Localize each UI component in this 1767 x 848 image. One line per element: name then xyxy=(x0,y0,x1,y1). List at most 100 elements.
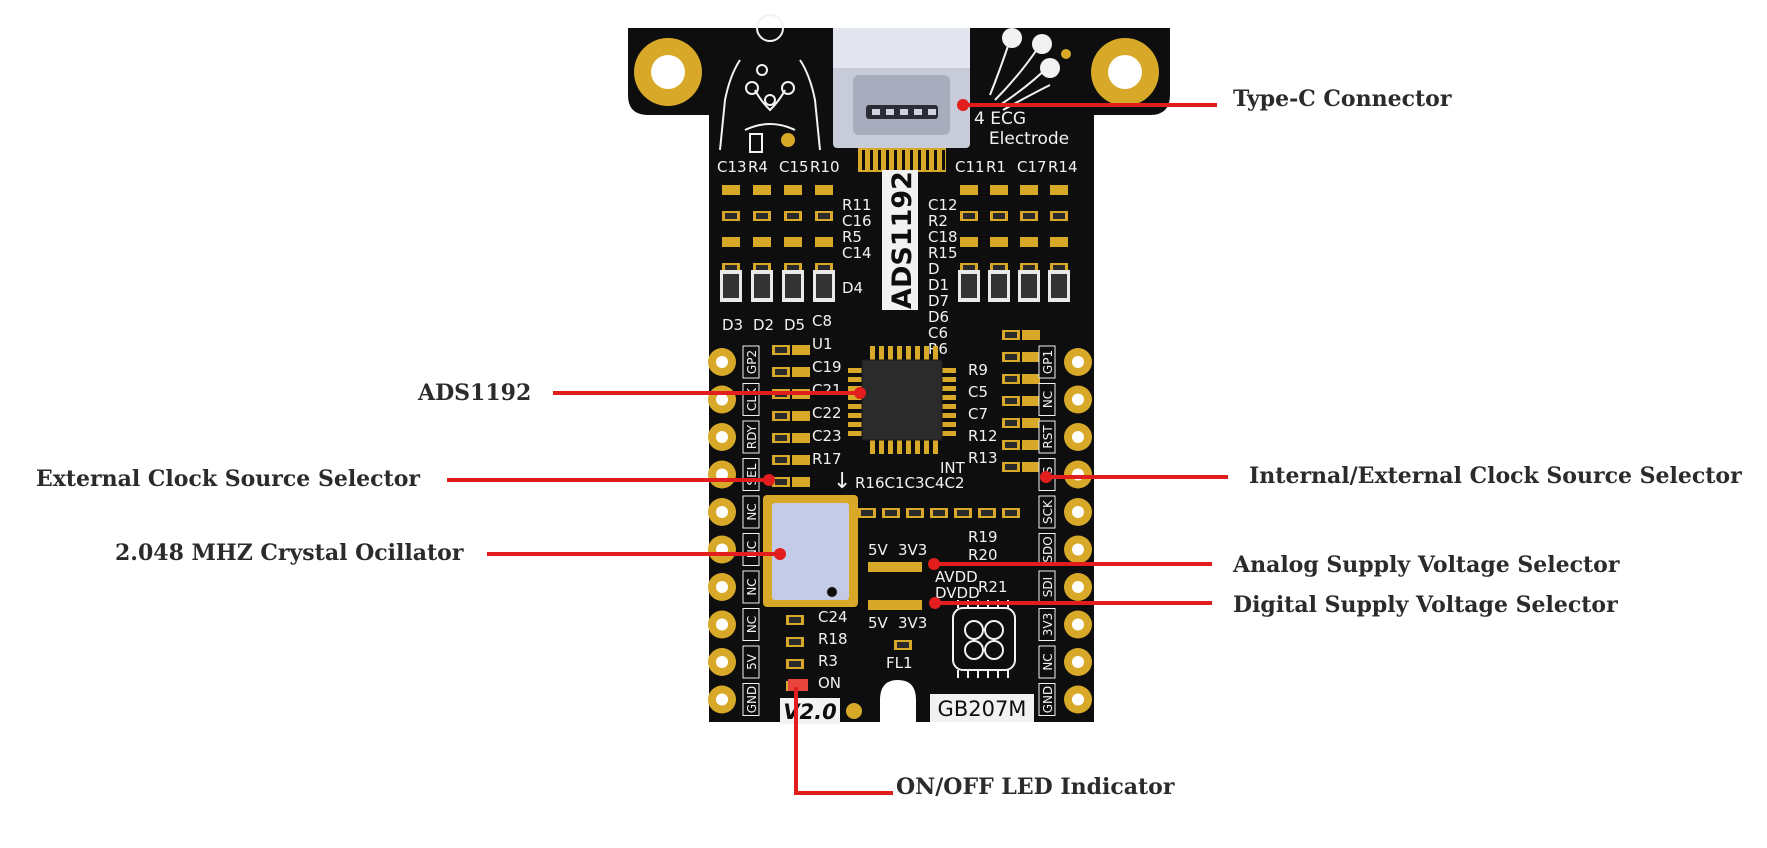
header-pin xyxy=(708,610,736,639)
silk-part-label: R12 xyxy=(968,427,998,445)
silk-part-label: C22 xyxy=(812,404,842,422)
version-label: V2.0 xyxy=(783,700,836,724)
header-pin xyxy=(708,648,736,676)
header-pin xyxy=(1064,685,1092,714)
electrode-label-line2: Electrode xyxy=(989,129,1069,149)
pin-label-left: SEL xyxy=(742,458,760,491)
silk-part-label: U1 xyxy=(812,335,833,353)
header-pin xyxy=(708,685,736,714)
board-slot xyxy=(880,680,916,722)
silk-part-label: D1 xyxy=(928,276,949,294)
header-pin xyxy=(708,460,736,489)
ads1192-ic xyxy=(848,346,956,454)
smd-pad xyxy=(1022,330,1040,340)
pin-label-right: SDI xyxy=(1038,570,1056,604)
smd-pad xyxy=(960,237,978,247)
silk-diode-label: D4 xyxy=(842,279,863,297)
silk-part-label: R9 xyxy=(968,361,988,379)
smd-resistor xyxy=(1002,440,1020,450)
smd-pad xyxy=(1022,440,1040,450)
silk-part-label: C21 xyxy=(812,381,842,399)
silk-part-label: D xyxy=(928,260,940,278)
silk-part-label: R5 xyxy=(842,228,862,246)
pin-label-right: NC xyxy=(1038,645,1056,679)
silk-5v-label-analog: 5V xyxy=(868,541,889,559)
pin-label-text: SEL xyxy=(745,463,759,485)
smd-resistor xyxy=(722,211,740,221)
model-badge xyxy=(930,694,1034,722)
right-pin-labels: GP1NCRSTCSSCKSDOSDI3V3NCGND xyxy=(1038,345,1056,716)
pin-label-left: NC xyxy=(742,570,760,604)
smd-diode xyxy=(958,270,980,302)
smd-diode xyxy=(813,270,835,302)
pin-label-text: GP2 xyxy=(745,350,759,374)
silk-part-label: R14 xyxy=(1048,158,1078,176)
dvdd-selector-pad xyxy=(886,600,904,610)
smd-resistor xyxy=(784,211,802,221)
smd-pad xyxy=(1022,418,1040,428)
silk-part-label: C5 xyxy=(968,383,988,401)
smd-diode xyxy=(1048,270,1070,302)
pin-label-left: NC xyxy=(742,533,760,566)
silk-part-label: R3 xyxy=(818,652,838,670)
smd-pad xyxy=(1050,185,1068,195)
crystal-oscillator xyxy=(763,495,858,607)
silk-avdd-label: AVDD xyxy=(935,568,978,586)
crystal-arrow-icon: ↓ xyxy=(833,469,851,494)
dvdd-selector-pad xyxy=(868,600,886,610)
smd-resistor xyxy=(784,263,802,273)
smd-pad xyxy=(1022,374,1040,384)
smd-pad xyxy=(990,185,1008,195)
silk-on-label: ON xyxy=(818,674,841,692)
callout-external-clock-selector: External Clock Source Selector xyxy=(36,466,421,492)
silk-part-label: R11 xyxy=(842,196,872,214)
smd-resistor xyxy=(786,615,804,625)
smd-diode xyxy=(988,270,1010,302)
avdd-selector-pad xyxy=(904,562,922,572)
smd-resistor xyxy=(786,659,804,669)
header-pin xyxy=(1064,460,1092,489)
callout-analog-supply-selector: Analog Supply Voltage Selector xyxy=(1233,552,1620,578)
smd-resistor xyxy=(906,508,924,518)
silk-part-label: D7 xyxy=(928,292,949,310)
smd-pad xyxy=(960,185,978,195)
header-pin xyxy=(708,423,736,451)
passive-components xyxy=(720,185,1070,691)
gold-dot xyxy=(781,133,795,147)
pin-label-text: NC xyxy=(745,578,759,595)
smd-resistor xyxy=(1002,374,1020,384)
smd-diode xyxy=(751,270,773,302)
smd-resistor xyxy=(1020,211,1038,221)
smd-resistor xyxy=(990,211,1008,221)
pin-label-text: 5V xyxy=(745,653,759,670)
silk-diode-label: D3 xyxy=(722,316,743,334)
smd-pad xyxy=(815,185,833,195)
header-pin xyxy=(708,535,736,564)
silk-5v-label-digital: 5V xyxy=(868,614,889,632)
human-ecg-figure-icon xyxy=(719,14,821,153)
callout-crystal-oscillator: 2.048 MHZ Crystal Ocillator xyxy=(115,540,464,566)
smd-pad xyxy=(1022,352,1040,362)
silk-part-label: R13 xyxy=(968,449,998,467)
smd-pad xyxy=(792,411,810,421)
smd-pad xyxy=(1020,185,1038,195)
avdd-selector-pad xyxy=(868,562,886,572)
silk-part-label: R10 xyxy=(810,158,840,176)
silk-part-label: C11 xyxy=(955,158,985,176)
silk-part-label: R19 xyxy=(968,528,998,546)
smd-pad xyxy=(722,185,740,195)
pin-label-right: GP1 xyxy=(1038,345,1056,379)
version-badge xyxy=(780,698,840,724)
silk-part-label: C23 xyxy=(812,427,842,445)
smd-resistor xyxy=(1050,263,1068,273)
header-pin xyxy=(1064,648,1092,676)
chip-name-label: ADS1192 xyxy=(887,171,918,309)
smd-resistor xyxy=(753,263,771,273)
smd-resistor xyxy=(1002,330,1020,340)
smd-resistor xyxy=(772,455,790,465)
smd-resistor xyxy=(772,367,790,377)
pin-label-text: SDI xyxy=(1041,577,1055,597)
header-pin xyxy=(1064,610,1092,639)
